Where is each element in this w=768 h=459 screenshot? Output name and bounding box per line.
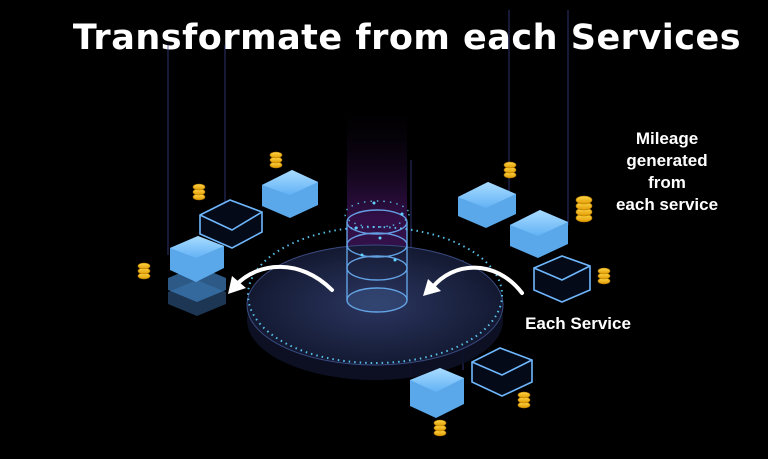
each-service-label: Each Service [525, 314, 631, 333]
page-title: Transformate from each Services [72, 18, 742, 58]
service-tiles [168, 170, 568, 418]
mileage-label: Mileage generated from each service [615, 129, 719, 214]
service-tile-outlines [199, 199, 591, 397]
center-cylinder [344, 200, 410, 313]
coin-stack-icon [137, 151, 611, 437]
spark-dots [354, 201, 404, 262]
curved-arrow-icon [234, 265, 524, 295]
